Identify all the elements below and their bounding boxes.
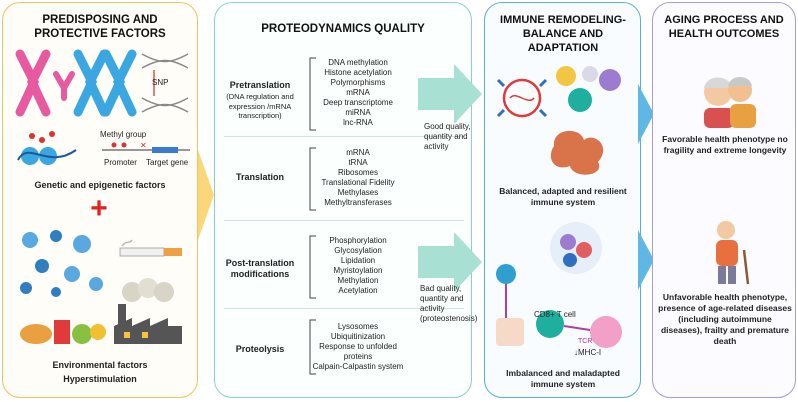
list-item: Lipidation xyxy=(340,256,376,265)
section-pretranslation-title: Pretranslation xyxy=(229,80,291,90)
good-quality-label: Good quality, quantity and activity xyxy=(424,122,471,151)
hyperstimulation-caption: Hyperstimulation xyxy=(63,374,137,384)
imbalanced-caption: Imbalanced and maladapted immune system xyxy=(506,368,620,389)
section-pretranslation-subtitle: (DNA regulation and expression /mRNA tra… xyxy=(226,92,294,120)
list-item: Myristoylation xyxy=(333,266,383,275)
tcr-label: TCR xyxy=(578,338,593,345)
post-translation-list: Phosphorylation Glycosylation Lipidation… xyxy=(310,236,406,296)
immune-cells-imbalanced-icon xyxy=(496,222,622,348)
divider xyxy=(224,136,464,137)
panel4-title: AGING PROCESS AND HEALTH OUTCOMES xyxy=(664,14,784,40)
bracket-post-translation xyxy=(309,235,316,299)
mhc-label: ↓MHC-I xyxy=(574,348,602,357)
unfavorable-outcome: Unfavorable health phenotype, presence o… xyxy=(658,292,792,346)
pollution-smoke-icon xyxy=(122,278,174,302)
target-gene-label: Target gene xyxy=(146,158,189,167)
list-item: mRNA xyxy=(346,148,370,157)
panel1-title: PREDISPOSING AND PROTECTIVE FACTORS xyxy=(34,14,166,40)
list-item: Phosphorylation xyxy=(329,236,387,245)
immune-cells-balanced-icon xyxy=(496,66,621,175)
frail-elderly-person-icon xyxy=(716,221,750,285)
bad-quality-label: Bad quality, quantity and activity (prot… xyxy=(420,284,478,323)
svg-text:✕: ✕ xyxy=(140,141,147,150)
list-item: lnc-RNA xyxy=(343,118,373,127)
mhc-label-text: MHC-I xyxy=(578,348,602,357)
list-item: Histone acetylation xyxy=(324,68,392,77)
microbes-icon xyxy=(20,230,103,297)
plus-icon: + xyxy=(90,192,108,225)
nucleosome-icon xyxy=(17,131,77,165)
chromosomes-icon xyxy=(15,49,137,117)
food-icon xyxy=(20,320,106,344)
good-quality-arrow xyxy=(418,64,482,124)
aging-outcomes-panel xyxy=(652,2,796,398)
divider xyxy=(224,308,464,309)
environmental-caption: Environmental factors xyxy=(52,360,148,370)
bad-quality-arrow xyxy=(418,232,482,292)
methyl-group-label: Methyl group xyxy=(100,130,147,139)
list-item: Methylases xyxy=(337,188,379,197)
healthy-elderly-couple-icon xyxy=(704,77,756,128)
panel2-title: PROTEODYNAMICS QUALITY xyxy=(261,23,425,35)
factory-icon xyxy=(114,304,182,344)
divider xyxy=(224,220,464,221)
list-item: miRNA xyxy=(345,108,371,117)
list-item: Glycosylation xyxy=(334,246,382,255)
bracket-translation xyxy=(309,147,316,211)
translation-list: mRNA tRNA Ribosomes Translational Fideli… xyxy=(310,148,406,208)
flow-arrow-unfavorable xyxy=(638,230,654,290)
flow-arrow-favorable xyxy=(638,84,654,144)
list-item: Methyltransferases xyxy=(324,198,392,207)
list-item: Response to unfolded proteins xyxy=(319,342,397,361)
cigarette-icon xyxy=(119,239,182,257)
genetic-caption: Genetic and epigenetic factors xyxy=(34,180,166,190)
pretranslation-list: DNA methylation Histone acetylation Poly… xyxy=(310,58,406,128)
gene-diagram-icon: ✕ xyxy=(102,141,190,153)
proteodynamics-panel xyxy=(214,2,472,398)
list-item: Deep transcriptome xyxy=(323,98,393,107)
bracket-pretranslation xyxy=(309,57,316,131)
list-item: mRNA xyxy=(346,88,370,97)
bracket-proteolysis xyxy=(309,319,316,375)
list-item: Calpain-Calpastin system xyxy=(312,362,404,371)
section-post-translation-title: Post-translation modifications xyxy=(225,258,295,279)
list-item: Acetylation xyxy=(338,286,378,295)
list-item: Ubiquitinization xyxy=(330,332,386,341)
snp-label: SNP xyxy=(152,78,169,87)
section-proteolysis-title: Proteolysis xyxy=(235,344,285,354)
promoter-label: Promoter xyxy=(104,158,137,167)
list-item: Methylation xyxy=(337,276,379,285)
favorable-outcome: Favorable health phenotype no fragility … xyxy=(662,134,788,155)
list-item: Translational Fidelity xyxy=(321,178,395,187)
cd8-t-cell-label: CD8+ T cell xyxy=(534,310,576,319)
panel3-title: IMMUNE REMODELING- BALANCE AND ADAPTATIO… xyxy=(500,14,626,54)
list-item: Ribosomes xyxy=(337,168,378,177)
list-item: DNA methylation xyxy=(328,58,388,67)
balanced-caption: Balanced, adapted and resilient immune s… xyxy=(499,186,627,207)
list-item: Lysosomes xyxy=(337,322,379,331)
section-translation-title: Translation xyxy=(235,172,284,182)
list-item: Polymorphisms xyxy=(330,78,386,87)
proteolysis-list: Lysosomes Ubiquitinization Response to u… xyxy=(310,322,406,372)
dna-helix-icon xyxy=(141,53,189,113)
list-item: tRNA xyxy=(348,158,368,167)
flow-arrow-1 xyxy=(198,150,214,240)
